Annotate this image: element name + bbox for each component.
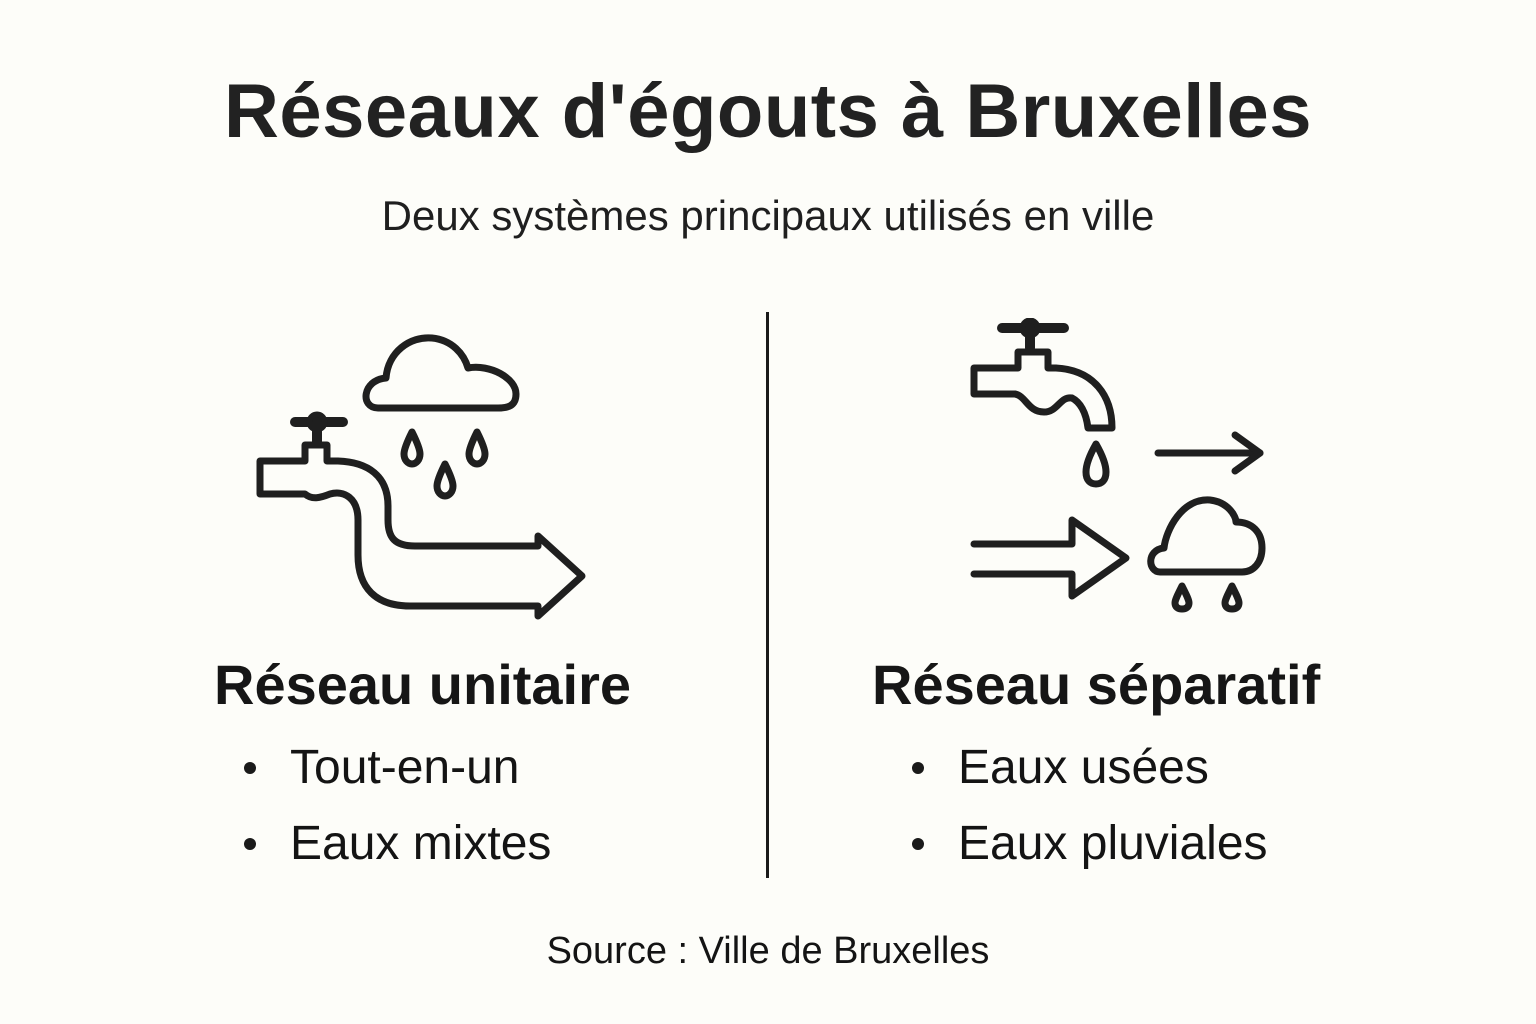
- bullet-icon: [912, 762, 924, 774]
- list-item: Eaux pluviales: [912, 806, 1268, 882]
- source-caption: Source : Ville de Bruxelles: [546, 930, 990, 972]
- raindrops-icon: [1171, 582, 1243, 613]
- faucet-handle-icon: [290, 411, 348, 447]
- cloud-icon: [1147, 496, 1266, 576]
- pipe-arrow-icon: [256, 441, 586, 620]
- cloud-icon: [362, 334, 520, 412]
- water-drop-icon: [1082, 440, 1110, 488]
- faucet-handle-icon: [997, 318, 1069, 353]
- page-subtitle: Deux systèmes principaux utilisés en vil…: [381, 192, 1155, 239]
- wastewater-arrow-icon: [1154, 431, 1264, 475]
- stormwater-arrow-icon: [970, 516, 1130, 600]
- faucet-icon: [970, 348, 1116, 432]
- column-title-separatif: Réseau séparatif: [872, 653, 1321, 716]
- column-title-unitaire: Réseau unitaire: [214, 653, 632, 716]
- list-item: Tout-en-un: [244, 730, 551, 806]
- combined-sewer-icon: [250, 310, 590, 620]
- bullet-list-unitaire: Tout-en-un Eaux mixtes: [244, 730, 551, 882]
- separate-sewer-icon: [960, 318, 1290, 618]
- bullet-icon: [912, 838, 924, 850]
- bullet-list-separatif: Eaux usées Eaux pluviales: [912, 730, 1268, 882]
- page-title: Réseaux d'égouts à Bruxelles: [223, 69, 1313, 154]
- list-item: Eaux mixtes: [244, 806, 551, 882]
- bullet-icon: [244, 762, 256, 774]
- column-divider: [766, 312, 769, 878]
- bullet-icon: [244, 838, 256, 850]
- list-item: Eaux usées: [912, 730, 1268, 806]
- raindrops-icon: [400, 428, 489, 500]
